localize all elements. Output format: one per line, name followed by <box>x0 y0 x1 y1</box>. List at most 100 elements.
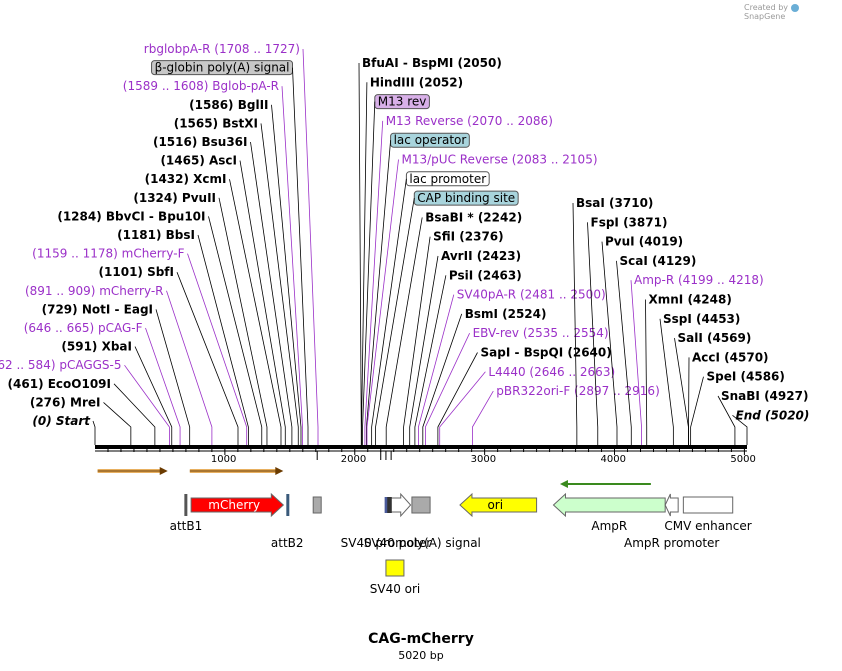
enzyme-site-label: PvuI (4019) <box>605 235 683 249</box>
feature-ampr <box>552 492 666 518</box>
feature-caption: SV40 ori <box>370 582 421 596</box>
site-leader-line <box>302 48 319 445</box>
site-leader-line <box>239 160 286 445</box>
sequence-backbone <box>95 445 747 449</box>
tick-label: 3000 <box>471 454 496 465</box>
site-leader-line <box>418 294 455 445</box>
enzyme-site-label: BsmI (2524) <box>465 307 547 321</box>
enzyme-site-label: (729) NotI - EagI <box>42 302 153 316</box>
feature-label: lac operator <box>394 133 467 147</box>
site-leader-line <box>208 216 263 445</box>
enzyme-site-label: (1516) Bsu36I <box>153 135 248 149</box>
site-leader-line <box>645 299 648 445</box>
feature-attb1 <box>184 494 188 516</box>
feature-label: M13 rev <box>378 95 427 109</box>
feature-mcherry-label: mCherry <box>208 498 260 512</box>
site-leader-line <box>281 86 303 445</box>
site-leader-line <box>92 420 96 445</box>
enzyme-site-label: ScaI (4129) <box>620 254 697 268</box>
site-leader-line <box>616 260 632 445</box>
orf-arrow-3-head <box>559 480 568 488</box>
enzyme-site-label: (276) MreI <box>30 395 101 409</box>
enzyme-site-label: (1586) BglII <box>189 98 268 112</box>
feature-caption: AmpR promoter <box>624 536 719 550</box>
primer-label: (1159 .. 1178) mCherry-F <box>32 247 184 261</box>
site-leader-line <box>472 390 494 445</box>
primer-label: M13/pUC Reverse (2083 .. 2105) <box>402 153 598 167</box>
enzyme-site-label: (1465) AscI <box>160 154 237 168</box>
enzyme-site-label: End (5020) <box>736 408 810 422</box>
tick-label: 5000 <box>730 454 755 465</box>
feature-caption: CMV enhancer <box>664 519 751 533</box>
enzyme-site-label: (1324) PvuII <box>133 191 216 205</box>
enzyme-site-label: XmnI (4248) <box>649 293 732 307</box>
enzyme-site-label: AvrII (2423) <box>441 249 521 263</box>
enzyme-site-label: SfiI (2376) <box>433 230 504 244</box>
site-leader-line <box>166 290 213 445</box>
primer-label: (562 .. 584) pCAGGS-5 <box>0 358 122 372</box>
site-leader-line <box>197 234 249 445</box>
primer-label: M13 Reverse (2070 .. 2086) <box>386 114 553 128</box>
feature-ori-label: ori <box>487 498 503 512</box>
site-leader-line <box>422 313 463 445</box>
snapgene-brand: SnapGene <box>744 12 786 21</box>
snapgene-logo-icon <box>790 3 799 12</box>
site-leader-line <box>659 318 674 445</box>
primer-label: (891 .. 909) mCherry-R <box>25 284 164 298</box>
enzyme-site-label: (0) Start <box>32 414 91 428</box>
site-leader-line <box>409 255 439 445</box>
orf-arrow-2-head <box>275 467 284 475</box>
map-title: CAG-mCherry <box>368 631 474 647</box>
site-leader-line <box>439 371 486 445</box>
site-leader-line <box>229 179 282 445</box>
site-leader-line <box>176 272 239 445</box>
site-leader-line <box>717 395 736 445</box>
enzyme-site-label: SnaBI (4927) <box>721 389 808 403</box>
site-leader-line <box>403 236 431 445</box>
enzyme-site-label: (1101) SbfI <box>99 265 174 279</box>
site-leader-line <box>364 120 384 445</box>
site-leader-line <box>414 275 447 445</box>
site-leader-line <box>375 198 415 445</box>
primer-label: (646 .. 665) pCAG-F <box>24 321 143 335</box>
site-leader-line <box>187 253 248 445</box>
enzyme-site-label: PsiI (2463) <box>449 268 522 282</box>
feature-sv40-ori <box>385 559 405 577</box>
enzyme-site-label: (1284) BbvCI - Bpu10I <box>57 209 205 223</box>
primer-label: pBR322ori-F (2897 .. 2916) <box>496 384 659 398</box>
tick-label: 2000 <box>341 454 366 465</box>
enzyme-site-label: SalI (4569) <box>678 331 752 345</box>
enzyme-site-label: HindIII (2052) <box>370 75 463 89</box>
feature-mcherry <box>190 492 285 518</box>
primer-label: Amp-R (4199 .. 4218) <box>634 273 764 287</box>
enzyme-site-label: (1432) XcmI <box>145 172 227 186</box>
enzyme-site-label: (1565) BstXI <box>174 116 258 130</box>
site-leader-line <box>601 241 618 445</box>
site-leader-line <box>437 352 478 445</box>
feature-caption: attB1 <box>170 519 203 533</box>
site-leader-line <box>674 338 689 445</box>
site-leader-line <box>425 333 470 445</box>
site-leader-line <box>690 376 704 445</box>
site-leader-line <box>385 217 423 445</box>
site-leader-line <box>358 62 362 445</box>
map-length: 5020 bp <box>398 649 444 662</box>
enzyme-site-label: SapI - BspQI (2640) <box>481 346 612 360</box>
tick-label: 1000 <box>211 454 236 465</box>
site-leader-line <box>155 309 191 445</box>
feature-caption: attB2 <box>271 536 304 550</box>
feature-sv40-poly-a-signal <box>411 496 431 514</box>
feature-cmv-enhancer <box>682 496 734 514</box>
primer-label: rbglobpA-R (1708 .. 1727) <box>144 42 300 56</box>
feature-label: CAP binding site <box>417 191 515 205</box>
feature-caption: SV40 poly(A) signal <box>364 536 481 550</box>
enzyme-site-label: BfuAI - BspMI (2050) <box>362 56 502 70</box>
site-leader-line <box>134 346 173 445</box>
site-leader-line <box>587 222 599 445</box>
site-leader-line <box>145 327 181 445</box>
enzyme-site-label: (1181) BbsI <box>117 228 195 242</box>
feature-ori <box>459 492 538 518</box>
site-leader-line <box>572 202 578 445</box>
orf-arrow-1-head <box>159 467 168 475</box>
